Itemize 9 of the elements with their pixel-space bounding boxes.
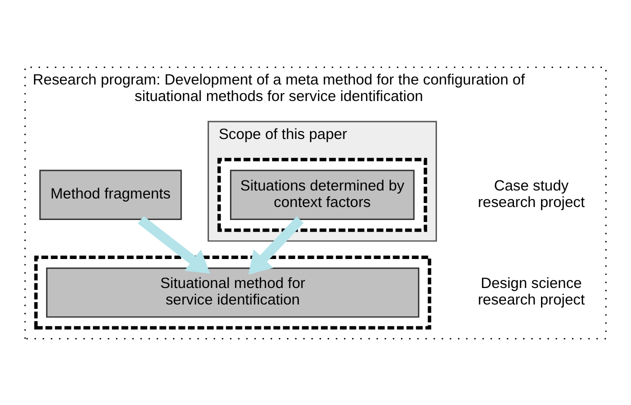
cluster [217,157,428,232]
arrow [138,215,210,274]
node-box: Method fragments [39,169,182,220]
node-box: Situational method for service identification [46,266,420,318]
cluster [34,255,432,330]
label: Design science research project [478,274,585,308]
node-box: Situations determined by context factors [230,169,415,220]
arrow [248,216,304,274]
label: Case study research project [478,177,585,210]
